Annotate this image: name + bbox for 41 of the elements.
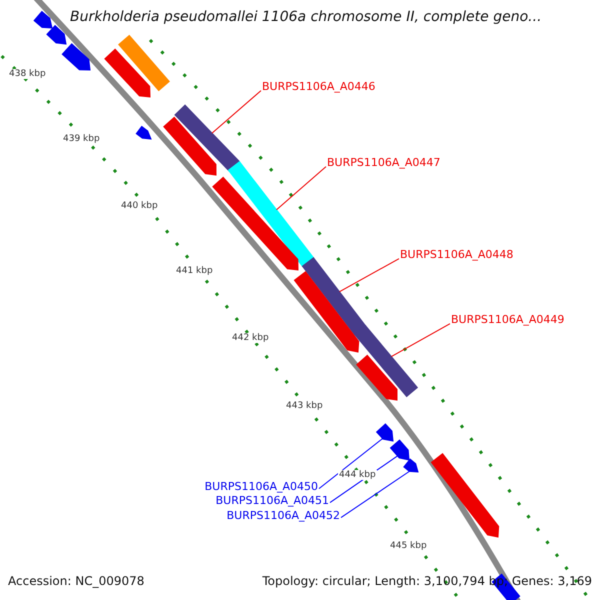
leader-line [339, 258, 400, 292]
scale-label: 440 kbp [120, 201, 159, 212]
scale-label: 441 kbp [175, 266, 214, 276]
gene-feature [33, 10, 53, 29]
gene-feature [212, 176, 299, 271]
gene-feature [174, 104, 240, 172]
scale-label: 445 kbp [389, 541, 428, 552]
gene-label: BURPS1106A_A0447 [327, 157, 440, 170]
leader-line [212, 90, 262, 134]
scale-label: 439 kbp [62, 134, 101, 144]
gene-label: BURPS1106A_A0451 [216, 495, 329, 508]
leader-line [276, 166, 326, 210]
scale-label: 444 kbp [338, 470, 377, 480]
gene-label: BURPS1106A_A0449 [451, 314, 564, 327]
gene-feature [46, 24, 67, 45]
gene-feature [430, 453, 500, 538]
leader-line [340, 470, 410, 518]
scale-label: 443 kbp [285, 401, 324, 412]
gene-feature [356, 354, 398, 401]
gene-feature [62, 43, 91, 71]
leader-line [318, 438, 384, 490]
scale-label: 438 kbp [8, 69, 47, 80]
gene-feature [354, 324, 418, 398]
gene-feature [118, 34, 170, 92]
gene-feature [390, 439, 410, 461]
gene-feature [163, 116, 216, 176]
gene-feature [136, 126, 152, 140]
gene-feature [376, 423, 394, 442]
gene-feature [228, 161, 314, 267]
gene-feature [104, 48, 151, 98]
leader-line [390, 323, 450, 357]
gene-label: BURPS1106A_A0450 [204, 481, 318, 494]
info-text: Accession: NC_009078 [8, 575, 144, 589]
title: Burkholderia pseudomallei 1106a chromosome II, complete geno... [70, 9, 542, 26]
gene-label: BURPS1106A_A0448 [400, 249, 514, 262]
gene-label: BURPS1106A_A0452 [226, 510, 340, 523]
scale-label: 442 kbp [231, 333, 270, 344]
gene-label: BURPS1106A_A0446 [262, 81, 376, 94]
gene-feature [403, 458, 419, 473]
gene-feature [294, 271, 360, 353]
gene-feature [302, 257, 366, 335]
